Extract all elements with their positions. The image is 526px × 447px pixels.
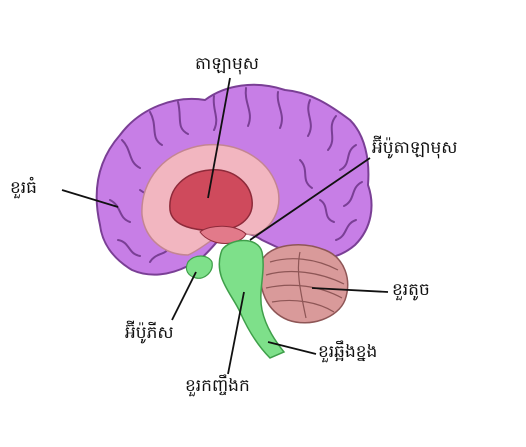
line-thalamus <box>207 77 231 199</box>
label-hypothalamus: អ៊ីប៉ូតាឡាមុស <box>372 138 458 158</box>
brainstem-shape <box>218 239 286 359</box>
label-lines <box>61 77 389 375</box>
line-cerebrum <box>61 189 119 208</box>
pituitary-shape <box>185 255 213 279</box>
label-pituitary: អ៊ីប៉ូភីស <box>125 323 174 343</box>
line-cerebellum <box>311 287 389 293</box>
thalamus-shape <box>169 169 253 232</box>
label-cerebellum: ខួរតូច <box>392 280 430 300</box>
hypothalamus-shape <box>199 225 247 244</box>
cerebellum-folia <box>265 251 345 319</box>
line-brainstem <box>227 291 245 375</box>
line-pituitary <box>171 271 197 321</box>
label-thalamus: តាឡាមុស <box>195 54 259 74</box>
label-cerebrum: ខួរធំ <box>10 178 37 198</box>
line-hypothalamus <box>249 157 371 241</box>
label-spinal-cord: ខួរឆ្អឹងខ្នង <box>318 342 378 362</box>
label-brainstem: ខួរកញ្ចឹងក <box>185 376 250 396</box>
line-spinal <box>267 341 317 355</box>
